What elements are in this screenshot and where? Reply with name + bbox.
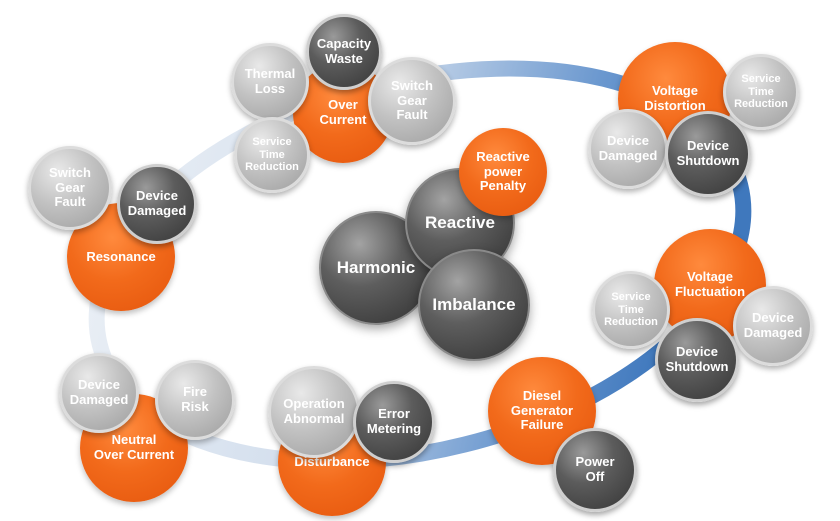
neutral-over-current-label: Neutral Over Current bbox=[93, 432, 175, 462]
power-off-circle: Power Off bbox=[553, 428, 637, 512]
thermal-loss-label: Thermal Loss bbox=[244, 66, 296, 96]
device-shutdown-circle-fluct: Device Shutdown bbox=[655, 318, 739, 402]
service-time-reduction-label-right: Service Time Reduction bbox=[734, 73, 788, 111]
reactive-penalty-label: Reactive power Penalty bbox=[476, 148, 530, 194]
imbalance-label: Imbalance bbox=[432, 295, 516, 315]
voltage-fluctuation-label: Voltage Fluctuation bbox=[674, 269, 746, 299]
service-time-reduction-circle-fluct: Service Time Reduction bbox=[592, 271, 670, 349]
thermal-loss-circle: Thermal Loss bbox=[231, 43, 309, 121]
service-time-reduction-circle-top: Service Time Reduction bbox=[234, 117, 310, 193]
device-damaged-label-resonance: Device Damaged bbox=[127, 188, 187, 218]
capacity-waste-circle: Capacity Waste bbox=[306, 14, 382, 90]
operation-abnormal-circle: Operation Abnormal bbox=[268, 366, 360, 458]
device-shutdown-circle-distortion: Device Shutdown bbox=[665, 111, 751, 197]
imbalance-circle: Imbalance bbox=[418, 249, 530, 361]
device-damaged-circle-distortion: Device Damaged bbox=[588, 109, 668, 189]
voltage-distortion-label: Voltage Distortion bbox=[644, 83, 706, 113]
fire-risk-circle: Fire Risk bbox=[155, 360, 235, 440]
harmonic-label: Harmonic bbox=[336, 258, 416, 278]
power-off-label: Power Off bbox=[575, 454, 615, 484]
switch-gear-fault-circle-left: Switch Gear Fault bbox=[28, 146, 112, 230]
switch-gear-fault-circle-top: Switch Gear Fault bbox=[368, 57, 456, 145]
device-shutdown-label-distortion: Device Shutdown bbox=[676, 138, 740, 168]
capacity-waste-label: Capacity Waste bbox=[316, 36, 372, 66]
device-damaged-circle-resonance: Device Damaged bbox=[117, 164, 197, 244]
service-time-reduction-label-top: Service Time Reduction bbox=[245, 136, 299, 174]
service-time-reduction-circle-right: Service Time Reduction bbox=[723, 54, 799, 130]
error-metering-circle: Error Metering bbox=[353, 381, 435, 463]
device-damaged-label-neutral: Device Damaged bbox=[69, 377, 129, 407]
over-current-label: Over Current bbox=[319, 97, 367, 127]
error-metering-label: Error Metering bbox=[366, 406, 422, 436]
reactive-label: Reactive bbox=[425, 213, 495, 233]
reactive-penalty-circle: Reactive power Penalty bbox=[459, 128, 547, 216]
service-time-reduction-label-fluct: Service Time Reduction bbox=[604, 291, 658, 329]
switch-gear-fault-label-top: Switch Gear Fault bbox=[391, 77, 433, 123]
switch-gear-fault-label-left: Switch Gear Fault bbox=[49, 164, 91, 210]
diesel-generator-label: Diesel Generator Failure bbox=[510, 387, 574, 433]
fire-risk-label: Fire Risk bbox=[181, 384, 209, 414]
harmonic-circle: Harmonic bbox=[319, 211, 433, 325]
device-damaged-circle-neutral: Device Damaged bbox=[59, 353, 139, 433]
device-damaged-circle-fluct: Device Damaged bbox=[733, 286, 813, 366]
operation-abnormal-label: Operation Abnormal bbox=[283, 396, 345, 426]
device-damaged-label-distortion: Device Damaged bbox=[598, 133, 658, 163]
device-damaged-label-fluct: Device Damaged bbox=[743, 310, 803, 340]
resonance-label: Resonance bbox=[86, 248, 156, 264]
device-shutdown-label-fluct: Device Shutdown bbox=[665, 344, 729, 374]
